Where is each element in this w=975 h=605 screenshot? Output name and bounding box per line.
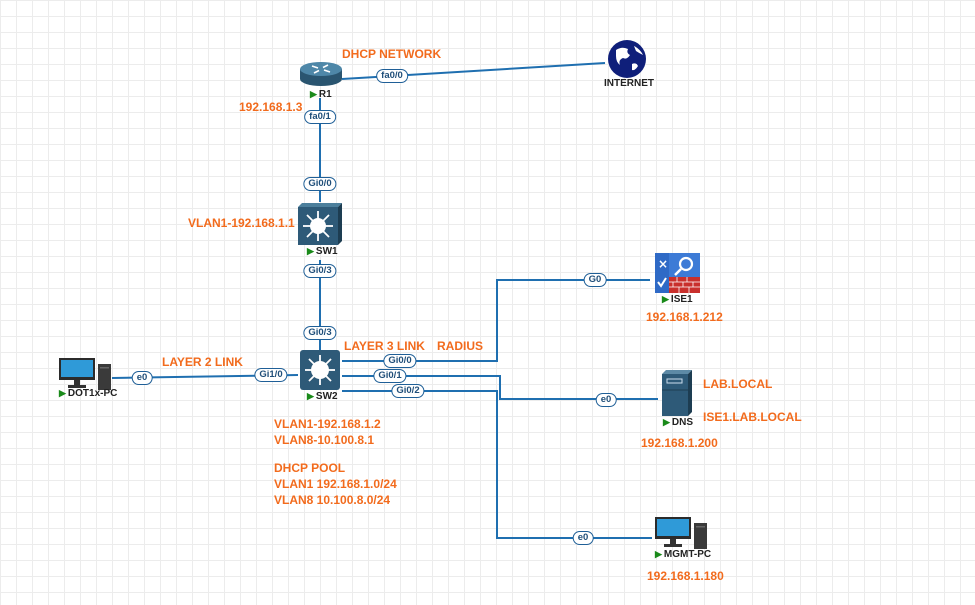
node-label-sw1: ▶SW1 [307,246,338,257]
port-dns-e0[interactable]: e0 [595,393,617,407]
switch-sw1[interactable] [298,203,342,245]
node-label-internet: INTERNET [604,78,654,89]
node-label-dot1x-pc: ▶DOT1x-PC [59,388,118,399]
running-status-icon: ▶ [59,388,66,398]
running-status-icon: ▶ [307,246,314,256]
annotation-dns-ip: 192.168.1.200 [641,436,718,450]
annotation-sw2-vlan8: VLAN8-10.100.8.1 [274,433,375,447]
node-label-r1: ▶R1 [310,89,332,100]
running-status-icon: ▶ [655,549,662,559]
server-ise1[interactable]: × [655,253,700,293]
layer3-switch-icon [300,350,340,390]
annotation-sw2-vlan1: VLAN1-192.168.1.2 [274,417,381,431]
ise-firewall-icon: × [655,253,700,293]
node-label-mgmt-pc: ▶MGMT-PC [655,549,712,560]
pc-dot1x[interactable] [59,358,113,390]
annotation-dhcp-pool: DHCP POOL [274,461,346,475]
port-sw2-gi0-3[interactable]: Gi0/3 [303,326,337,340]
annotation-radius: RADIUS [437,339,484,353]
node-label-sw2: ▶SW2 [307,391,338,402]
server-dns[interactable] [660,370,694,416]
server-icon [662,370,692,416]
running-status-icon: ▶ [307,391,314,401]
port-sw1-gi0-0[interactable]: Gi0/0 [303,177,337,191]
cloud-internet[interactable] [606,38,648,80]
svg-text:×: × [658,257,668,271]
annotation-pool-vlan1: VLAN1 192.168.1.0/24 [274,477,397,491]
port-dot1x-pc-e0[interactable]: e0 [131,371,153,385]
annotation-ise-ip: 192.168.1.212 [646,310,723,324]
link-sw2-dns[interactable] [342,375,658,400]
port-sw1-gi0-3[interactable]: Gi0/3 [303,264,337,278]
port-sw2-gi1-0[interactable]: Gi1/0 [254,368,288,382]
annotation-sw1-vlan: VLAN1-192.168.1.1 [188,216,295,230]
link-sw2-ise1[interactable] [342,279,650,362]
pc-icon [59,358,111,390]
router-r1[interactable] [298,60,344,88]
running-status-icon: ▶ [662,294,669,304]
annotation-dhcp-network: DHCP NETWORK [342,47,442,61]
port-ise1-g0[interactable]: G0 [583,273,607,287]
link-sw2-mgmt[interactable] [342,390,652,539]
annotation-mgmt-ip: 192.168.1.180 [647,569,724,583]
port-sw2-gi0-2[interactable]: Gi0/2 [391,384,425,398]
pc-icon [655,517,707,549]
annotation-layer3-link: LAYER 3 LINK [344,339,425,353]
port-sw2-gi0-0[interactable]: Gi0/0 [383,354,417,368]
annotation-dns-record: ISE1.LAB.LOCAL [703,410,802,424]
switch-sw2[interactable] [300,350,340,390]
port-mgmt-pc-e0[interactable]: e0 [572,531,594,545]
port-sw2-gi0-1[interactable]: Gi0/1 [373,369,407,383]
annotation-pool-vlan8: VLAN8 10.100.8.0/24 [274,493,391,507]
running-status-icon: ▶ [663,417,670,427]
annotation-dns-domain: LAB.LOCAL [703,377,773,391]
running-status-icon: ▶ [310,89,317,99]
port-r1-fa0-0[interactable]: fa0/0 [376,69,408,83]
node-label-ise1: ▶ISE1 [662,294,693,305]
port-r1-fa0-1[interactable]: fa0/1 [304,110,336,124]
annotation-layer2-link: LAYER 2 LINK [162,355,243,369]
node-label-dns: ▶DNS [663,417,694,428]
pc-mgmt[interactable] [655,517,709,549]
annotation-r1-ip: 192.168.1.3 [239,100,303,114]
globe-icon [608,40,646,78]
layer3-switch-icon [298,203,342,245]
router-icon [300,62,342,86]
